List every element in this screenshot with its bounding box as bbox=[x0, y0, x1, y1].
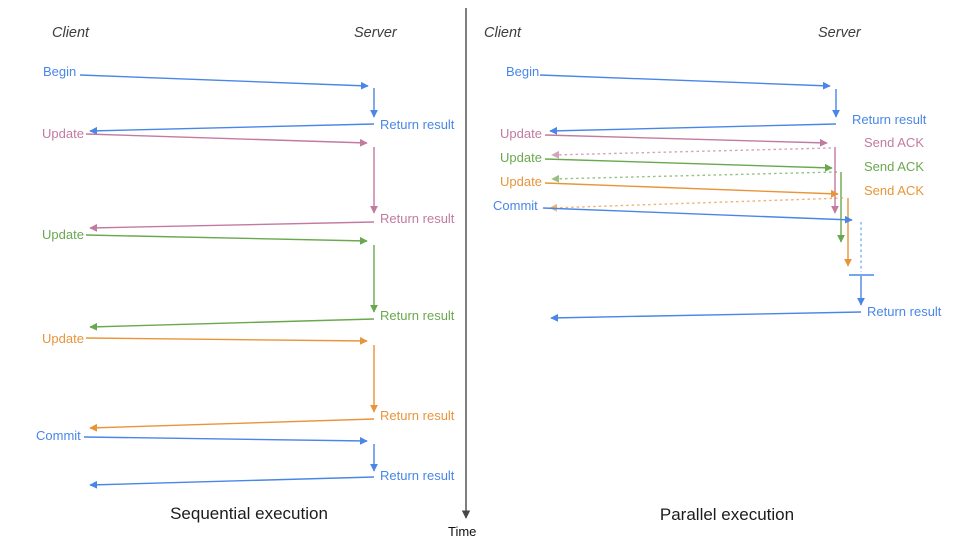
par-begin-request-line bbox=[539, 74, 831, 90]
seq-update2-response-label: Return result bbox=[380, 308, 455, 323]
par-update1-ack-label: Send ACK bbox=[864, 135, 924, 150]
seq-begin-request-line bbox=[79, 74, 369, 90]
par-commit-return-line bbox=[550, 311, 862, 322]
par-update2-ack-return-line bbox=[551, 171, 838, 183]
parallel-title: Parallel execution bbox=[660, 505, 794, 524]
par-update3-ack-label: Send ACK bbox=[864, 183, 924, 198]
seq-commit-response-label: Return result bbox=[380, 468, 455, 483]
par-begin-return-line bbox=[549, 123, 837, 135]
par-server-header: Server bbox=[818, 25, 862, 41]
par-update2-request-line bbox=[544, 158, 833, 172]
seq-update3-request-line bbox=[85, 337, 368, 345]
sequential-diagram: Client Server Begin Return result Update… bbox=[36, 25, 455, 523]
seq-update1-return-line bbox=[89, 221, 375, 232]
seq-server-header: Server bbox=[354, 25, 398, 41]
seq-begin-label: Begin bbox=[43, 64, 76, 79]
par-client-header: Client bbox=[484, 25, 522, 41]
seq-commit-request-line bbox=[83, 436, 368, 445]
seq-update2-return-line bbox=[89, 318, 375, 331]
par-update3-ack-return-line bbox=[549, 197, 844, 212]
sequential-title: Sequential execution bbox=[170, 504, 328, 523]
seq-update1-response-label: Return result bbox=[380, 211, 455, 226]
par-update2-ack-label: Send ACK bbox=[864, 159, 924, 174]
par-update1-request-line bbox=[544, 134, 828, 147]
seq-update1-label: Update bbox=[42, 126, 84, 141]
par-begin-response-label: Return result bbox=[852, 112, 927, 127]
par-update3-request-line bbox=[544, 182, 839, 198]
seq-update2-label: Update bbox=[42, 227, 84, 242]
par-commit-response-label: Return result bbox=[867, 304, 942, 319]
seq-commit-label: Commit bbox=[36, 428, 81, 443]
par-update1-ack-return-line bbox=[551, 147, 832, 159]
time-axis-label: Time bbox=[448, 524, 476, 539]
seq-commit-return-line bbox=[89, 476, 375, 489]
seq-update1-request-line bbox=[85, 133, 368, 147]
seq-begin-response-label: Return result bbox=[380, 117, 455, 132]
par-commit-label: Commit bbox=[493, 198, 538, 213]
parallel-diagram: Client Server Begin Return result Update… bbox=[484, 25, 942, 524]
seq-update2-request-line bbox=[85, 234, 368, 245]
seq-update3-response-label: Return result bbox=[380, 408, 455, 423]
par-begin-label: Begin bbox=[506, 64, 539, 79]
par-update2-label: Update bbox=[500, 150, 542, 165]
seq-begin-return-line bbox=[89, 123, 375, 135]
par-update1-label: Update bbox=[500, 126, 542, 141]
par-commit-request-line bbox=[542, 207, 853, 224]
par-update3-label: Update bbox=[500, 174, 542, 189]
seq-update3-label: Update bbox=[42, 331, 84, 346]
seq-client-header: Client bbox=[52, 25, 90, 41]
seq-update3-return-line bbox=[89, 418, 375, 432]
